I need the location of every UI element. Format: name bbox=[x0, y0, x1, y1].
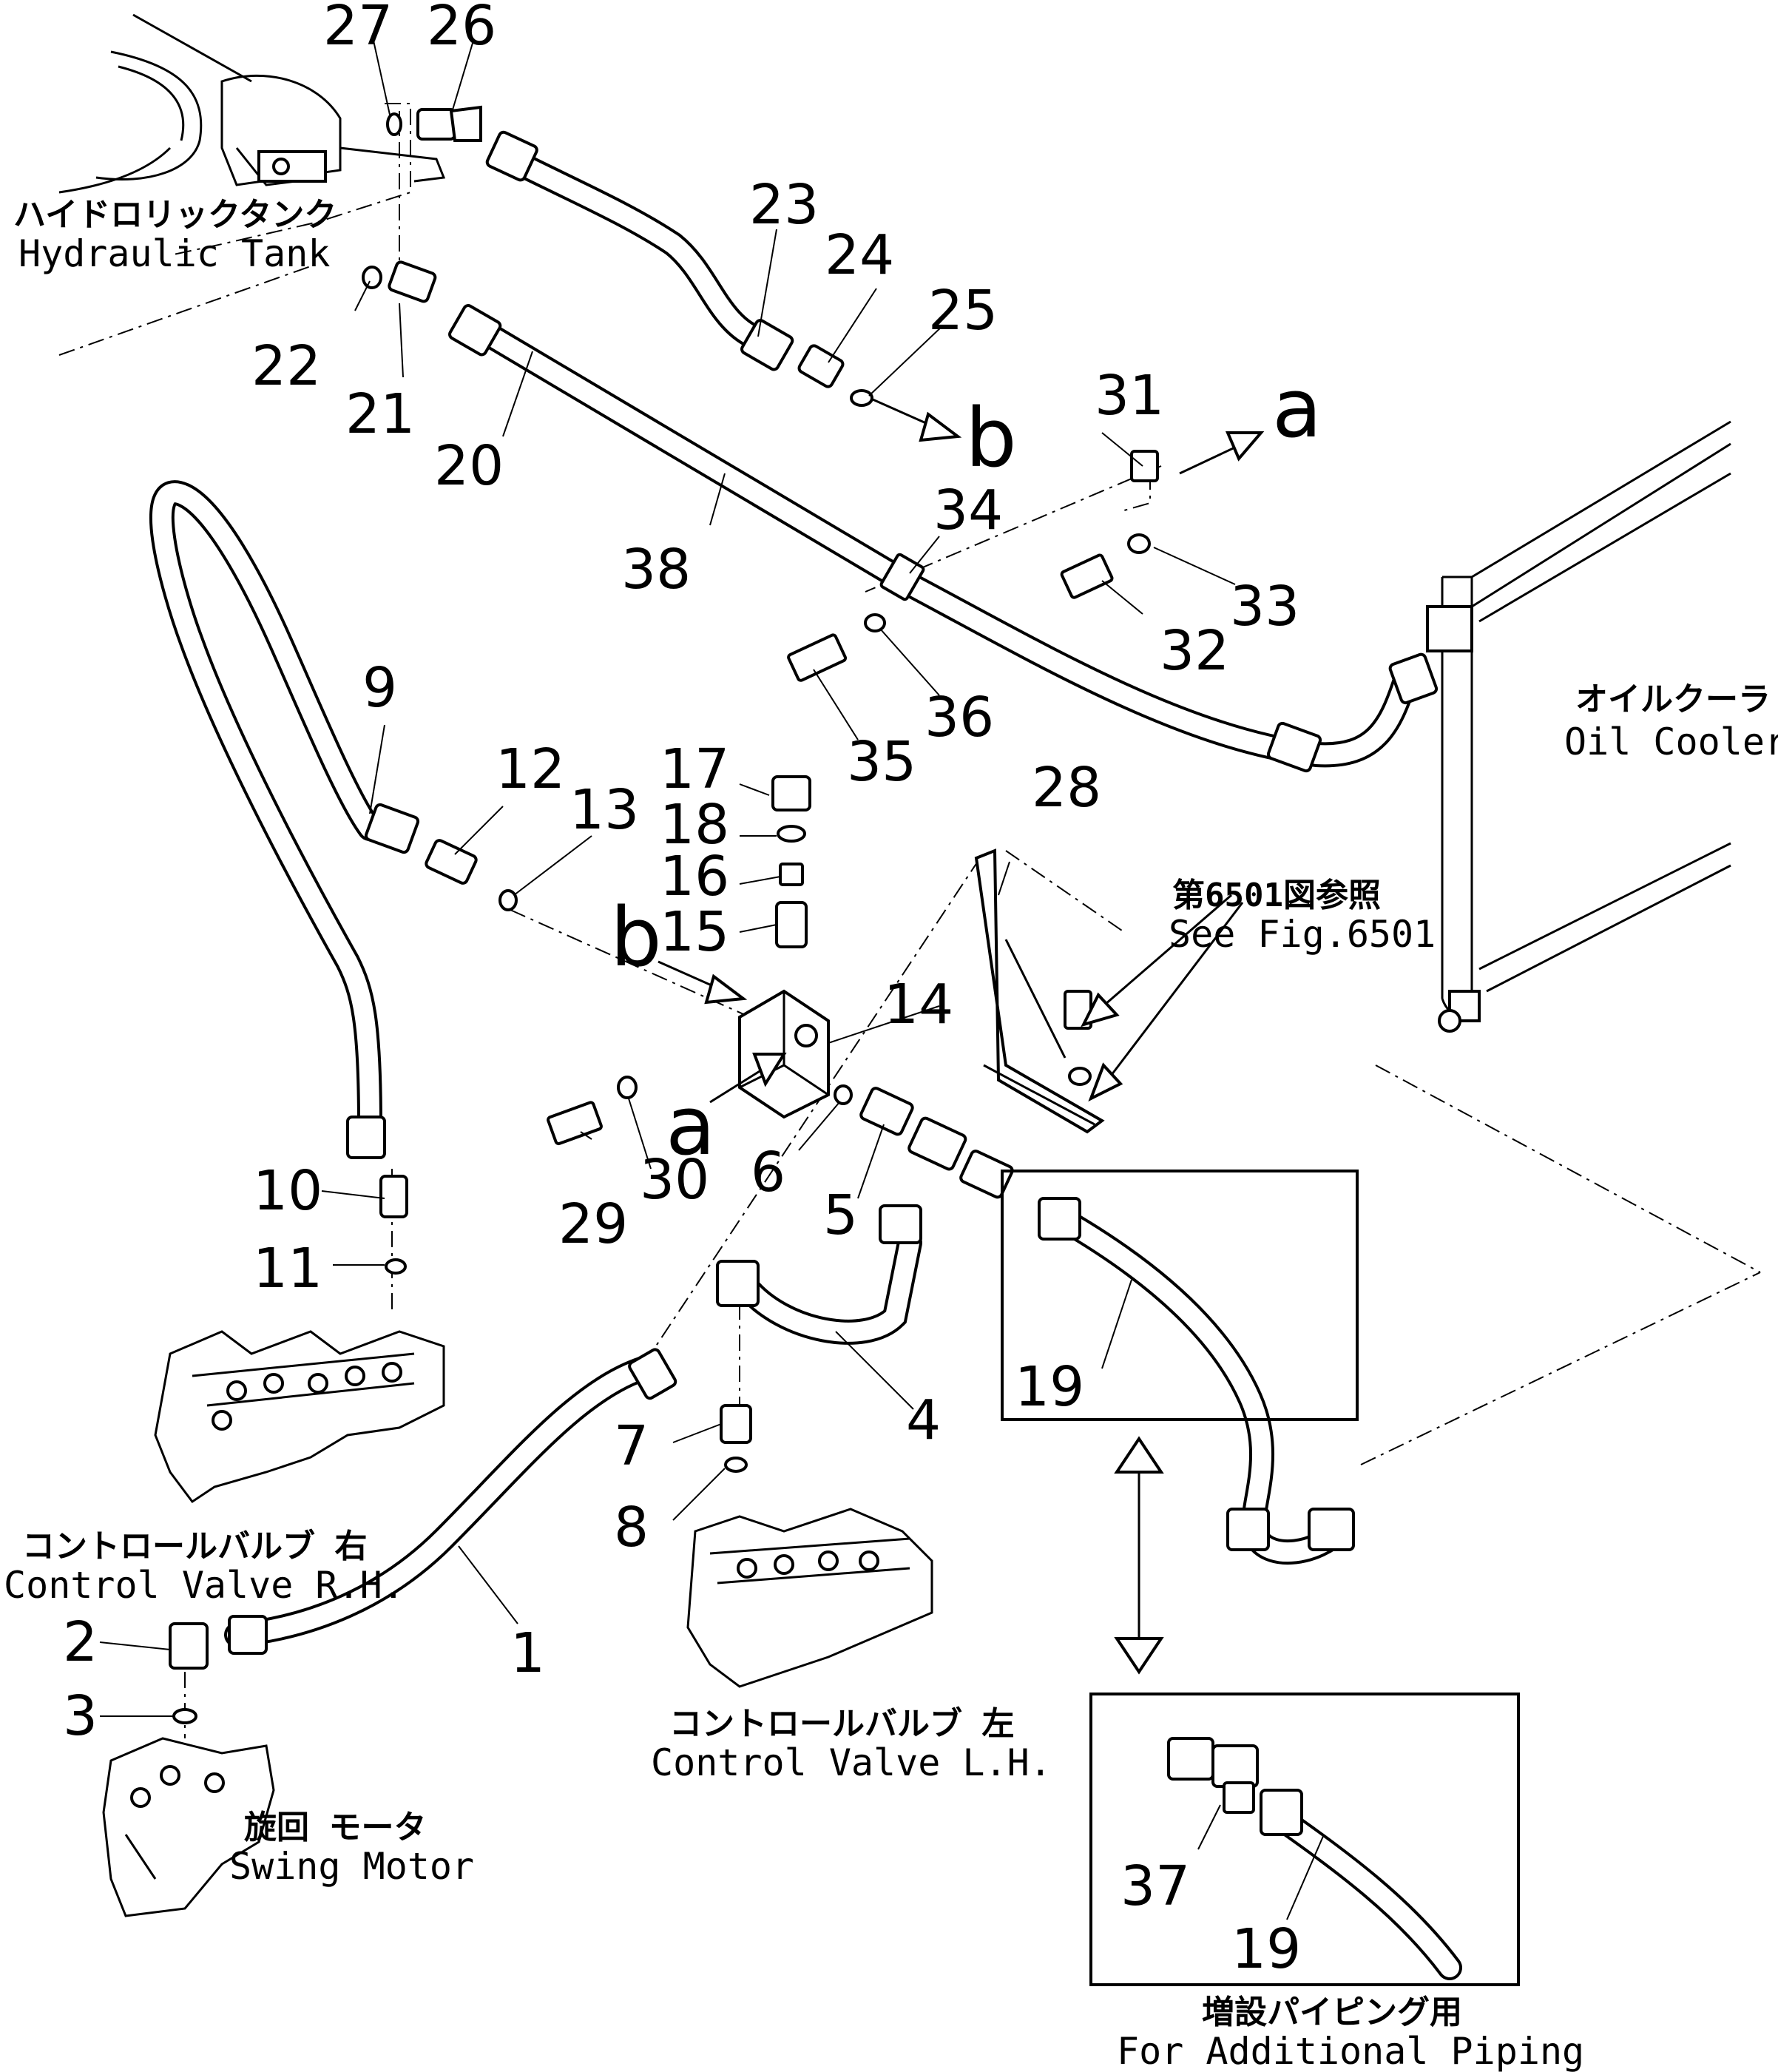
part-number-37: 37 bbox=[1120, 1855, 1190, 1918]
part-number-2: 2 bbox=[63, 1610, 98, 1674]
additional-piping-label-jp: 増設パイピング用 bbox=[1202, 1994, 1462, 2031]
part-number-26: 26 bbox=[427, 0, 496, 58]
part-number-11: 11 bbox=[253, 1237, 322, 1300]
part-number-16: 16 bbox=[660, 845, 729, 908]
part-number-21: 21 bbox=[345, 382, 415, 446]
part-number-1: 1 bbox=[510, 1622, 545, 1685]
part-number-6: 6 bbox=[751, 1141, 785, 1204]
oil-cooler-label-jp: オイルクーラ bbox=[1575, 681, 1771, 718]
part-number-27: 27 bbox=[323, 0, 393, 58]
detail-box-19 bbox=[1001, 1170, 1359, 1421]
part-number-23: 23 bbox=[749, 173, 819, 237]
part-number-33: 33 bbox=[1230, 575, 1299, 638]
part-number-35: 35 bbox=[847, 730, 916, 794]
part-number-38: 38 bbox=[621, 538, 691, 601]
part-number-5: 5 bbox=[823, 1184, 858, 1247]
part-number-8: 8 bbox=[614, 1496, 649, 1559]
part-number-28: 28 bbox=[1032, 756, 1101, 820]
swing-motor-label-jp: 旋回 モータ bbox=[244, 1809, 427, 1846]
additional-piping-label: For Additional Piping bbox=[1117, 2030, 1584, 2072]
double-arrow bbox=[1114, 1436, 1164, 1675]
part-number-15: 15 bbox=[660, 900, 729, 964]
part-number-9: 9 bbox=[362, 656, 397, 720]
see-fig-label-jp: 第6501図参照 bbox=[1172, 877, 1381, 914]
letter-b-mid: b bbox=[610, 890, 662, 985]
see-fig-label: See Fig.6501 bbox=[1169, 913, 1436, 956]
part-number-22: 22 bbox=[251, 334, 321, 398]
control-valve-rh-label-jp: コントロールバルブ 右 bbox=[22, 1528, 368, 1565]
elbow-26 bbox=[416, 108, 456, 141]
hoses bbox=[149, 146, 1462, 1980]
part-number-25: 25 bbox=[928, 279, 998, 342]
control-valve-lh bbox=[686, 1508, 933, 1688]
part-number-12: 12 bbox=[496, 738, 565, 801]
part-number-32: 32 bbox=[1160, 619, 1229, 683]
hydraulic-tank-label-jp: ハイドロリックタンク bbox=[13, 196, 337, 234]
control-valve-rh-label: Control Valve R.H. bbox=[4, 1564, 405, 1607]
part-number-10: 10 bbox=[253, 1159, 322, 1223]
part-number-17: 17 bbox=[660, 738, 729, 801]
control-valve-lh-label-jp: コントロールバルブ 左 bbox=[669, 1705, 1015, 1743]
leader-lines bbox=[99, 40, 1325, 1920]
part-number-24: 24 bbox=[825, 223, 894, 287]
part-numbers: 27 26 23 24 25 22 21 20 31 34 38 33 32 3… bbox=[63, 0, 1301, 1981]
part-number-18: 18 bbox=[660, 793, 729, 857]
part-number-19-additional: 19 bbox=[1231, 1917, 1301, 1981]
hydraulic-tank-label: Hydraulic Tank bbox=[18, 232, 330, 275]
part-number-20: 20 bbox=[434, 434, 504, 498]
swing-motor bbox=[102, 1737, 275, 1917]
reference-letters: a b b a bbox=[610, 361, 1322, 1173]
part-number-34: 34 bbox=[933, 479, 1003, 542]
letter-a-mid: a bbox=[666, 1079, 715, 1173]
part-number-3: 3 bbox=[63, 1684, 98, 1748]
fittings bbox=[169, 105, 1439, 1836]
part-number-19-box: 19 bbox=[1015, 1355, 1084, 1419]
oring-27 bbox=[386, 112, 402, 136]
oil-cooler bbox=[1426, 420, 1731, 1033]
letter-a-top: a bbox=[1272, 361, 1322, 456]
oil-cooler-label: Oil Cooler bbox=[1564, 721, 1778, 763]
part-number-31: 31 bbox=[1095, 364, 1164, 428]
swing-motor-label: Swing Motor bbox=[229, 1845, 474, 1888]
labels: ハイドロリックタンク Hydraulic Tank オイルクーラ Oil Coo… bbox=[4, 196, 1778, 2072]
letter-b-top: b bbox=[965, 391, 1017, 485]
part-number-14: 14 bbox=[884, 973, 953, 1036]
reference-arrows bbox=[658, 398, 1265, 1104]
part-number-29: 29 bbox=[558, 1192, 628, 1256]
part-number-36: 36 bbox=[925, 686, 994, 749]
detail-box-additional bbox=[1089, 1693, 1520, 1986]
part-number-30: 30 bbox=[640, 1148, 709, 1212]
control-valve-rh bbox=[154, 1330, 445, 1504]
part-number-7: 7 bbox=[614, 1414, 649, 1478]
part-number-13: 13 bbox=[569, 778, 639, 842]
hydraulic-tank bbox=[58, 13, 446, 194]
control-valve-lh-label: Control Valve L.H. bbox=[651, 1741, 1052, 1784]
part-number-4: 4 bbox=[906, 1388, 941, 1452]
